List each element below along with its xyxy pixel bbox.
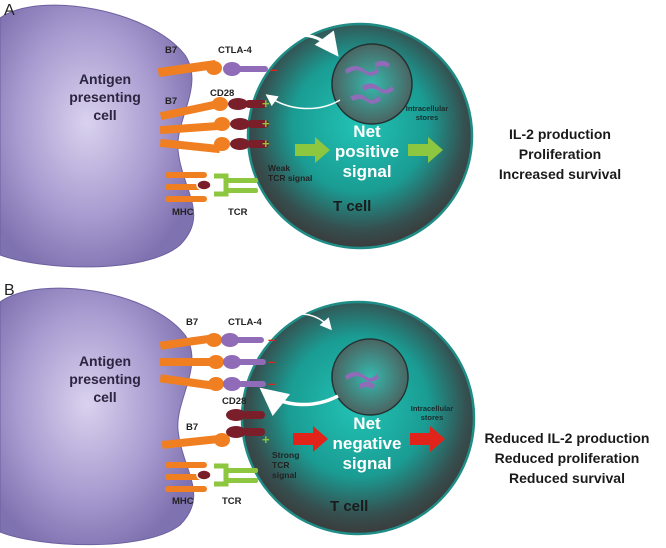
mhc-label: MHC [172, 496, 194, 507]
b7-label: B7 [186, 317, 199, 328]
tcr-signal-line: Strong [272, 450, 300, 460]
net-signal-line: Net [353, 414, 381, 433]
apc-label: Antigen presenting cell [50, 70, 160, 124]
stores-line: Intracellular [410, 404, 454, 413]
apc-label-line: Antigen [78, 353, 132, 369]
minus-sign: – [268, 332, 276, 347]
t-cell-label: T cell [330, 498, 369, 515]
t-cell [246, 22, 474, 250]
outcome-list: IL-2 production Proliferation Increased … [480, 124, 640, 184]
outcome-item: Reduced survival [509, 470, 625, 486]
ctla4-mobilize-arrow [259, 387, 339, 417]
positive-signal-arrows [295, 137, 443, 163]
apc-label: Antigen presenting cell [50, 352, 160, 406]
cd28-label: CD28 [222, 396, 247, 407]
net-signal-line: Net [353, 122, 381, 141]
tcr-signal-line: TCR [272, 460, 290, 470]
apc-label-line: presenting [69, 371, 141, 387]
outcome-item: IL-2 production [509, 126, 611, 142]
apc-label-line: cell [93, 107, 117, 123]
mhc-tcr-pair [165, 462, 258, 492]
mhc-label: MHC [172, 207, 194, 218]
stored-ctla4-shapes [345, 372, 379, 389]
minus-sign: – [268, 354, 276, 369]
plus-sign: + [262, 432, 270, 447]
net-signal-line: signal [342, 454, 392, 473]
stores-line: stores [420, 413, 444, 422]
stores-line: stores [415, 113, 439, 122]
net-signal-label: Net positive signal [312, 122, 422, 182]
mhc-tcr-pair [165, 172, 258, 202]
panel-b-diagram [0, 287, 476, 546]
panel-a: A Antigen presenting cell B7 CTLA-4 B7 C… [0, 2, 640, 268]
intracellular-stores [331, 338, 409, 416]
tcr-signal-line: TCR signal [268, 173, 313, 183]
tcr-signal-line: signal [272, 470, 297, 480]
outcome-item: Reduced IL-2 production [484, 430, 650, 446]
b7-cd28-pairs [159, 97, 269, 154]
tcr-label: TCR [228, 207, 248, 218]
ctla4-label: CTLA-4 [218, 45, 252, 56]
outcome-item: Proliferation [518, 146, 602, 162]
ctla4-export-arrow [271, 313, 332, 331]
plus-sign: + [262, 96, 270, 111]
outcome-list: Reduced IL-2 production Reduced prolifer… [470, 428, 664, 488]
panel-a-diagram [0, 4, 474, 268]
outcome-item: Increased survival [498, 166, 622, 182]
plus-sign: + [262, 136, 270, 151]
net-signal-line: positive [334, 142, 400, 161]
tcr-signal-label: Weak TCR signal [268, 163, 312, 183]
outcome-item: Reduced proliferation [494, 450, 640, 466]
tcr-signal-line: Weak [268, 163, 291, 173]
apc-label-line: cell [93, 389, 117, 405]
cd28-label: CD28 [210, 88, 235, 99]
net-signal-line: signal [342, 162, 392, 181]
ctla4-internalize-arrow [265, 94, 341, 110]
b7-label: B7 [165, 45, 178, 56]
b7-label: B7 [165, 96, 178, 107]
intracellular-stores-label: Intracellular stores [397, 104, 457, 122]
minus-sign: – [270, 62, 278, 77]
antigen-presenting-cell [0, 4, 195, 268]
panel-label: B [4, 282, 15, 299]
stores-line: Intracellular [405, 104, 449, 113]
t-cell-label: T cell [333, 198, 372, 215]
apc-label-line: Antigen [78, 71, 132, 87]
net-signal-line: negative [332, 434, 402, 453]
panel-b: B Antigen presenting cell B7 CTLA-4 CD28… [0, 280, 666, 548]
net-signal-label: Net negative signal [312, 414, 422, 474]
tcr-signal-label: Strong TCR signal [272, 450, 299, 480]
ctla4-label: CTLA-4 [228, 317, 262, 328]
tcr-label: TCR [222, 496, 242, 507]
b7-ctla4-pairs [159, 333, 266, 391]
apc-label-line: presenting [69, 89, 141, 105]
ctla4-recycle-arrow [266, 30, 339, 57]
negative-signal-arrows [293, 426, 445, 452]
intracellular-stores-label: Intracellular stores [402, 404, 462, 422]
antigen-presenting-cell [0, 287, 195, 546]
stored-ctla4-shapes [345, 60, 394, 104]
cd28-b7-group [161, 409, 265, 449]
plus-sign: + [262, 116, 270, 131]
panel-label: A [4, 2, 15, 19]
minus-sign: – [268, 376, 276, 391]
b7-label: B7 [186, 422, 199, 433]
